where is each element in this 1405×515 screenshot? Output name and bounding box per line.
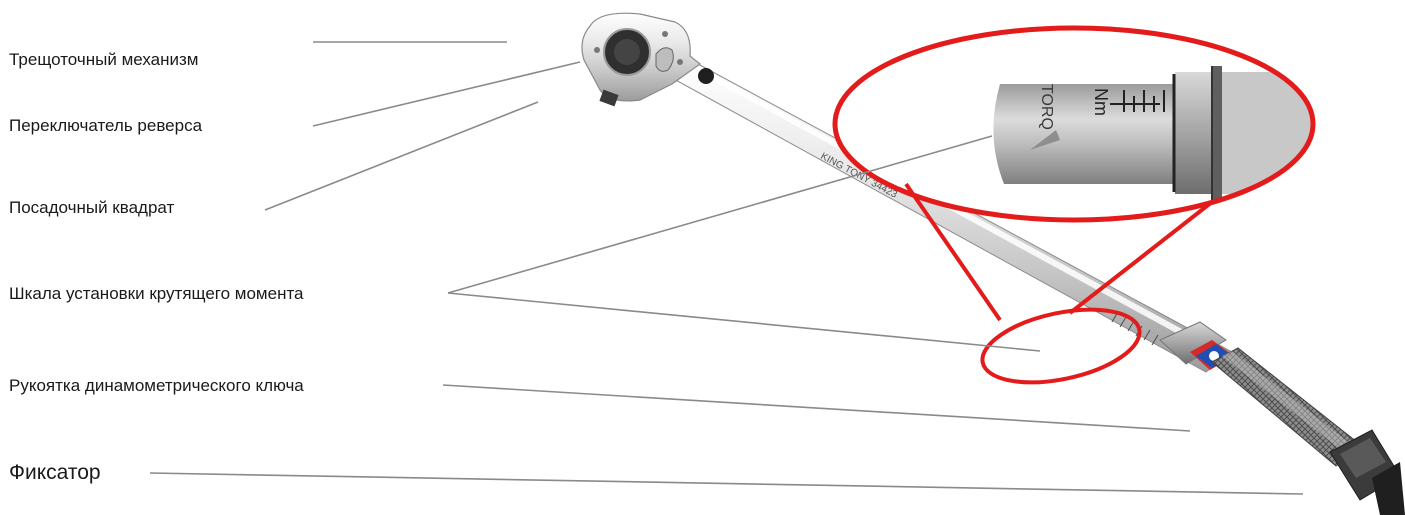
zoom-inset: TORQ Nm [834, 28, 1322, 220]
release-button [698, 68, 714, 84]
leader-lock [150, 473, 1303, 494]
leader-square [265, 102, 538, 210]
ratchet-head [582, 13, 714, 106]
leader-scale-b [448, 293, 1040, 351]
label-torque-scale: Шкала установки крутящего момента [9, 284, 304, 304]
leader-handle [443, 385, 1190, 431]
inset-torq-text: TORQ [1038, 84, 1055, 130]
label-drive-square: Посадочный квадрат [9, 198, 174, 218]
label-lock: Фиксатор [9, 461, 101, 485]
scale-highlight-ellipse [976, 297, 1146, 395]
inset-unit-text: Nm [1091, 88, 1111, 116]
label-handle: Рукоятка динамометрического ключа [9, 376, 304, 396]
label-ratchet-mechanism: Трещоточный механизм [9, 50, 198, 70]
leader-reverse [313, 62, 580, 126]
label-reverse-switch: Переключатель реверса [9, 116, 202, 136]
leader-scale-a [448, 136, 992, 293]
